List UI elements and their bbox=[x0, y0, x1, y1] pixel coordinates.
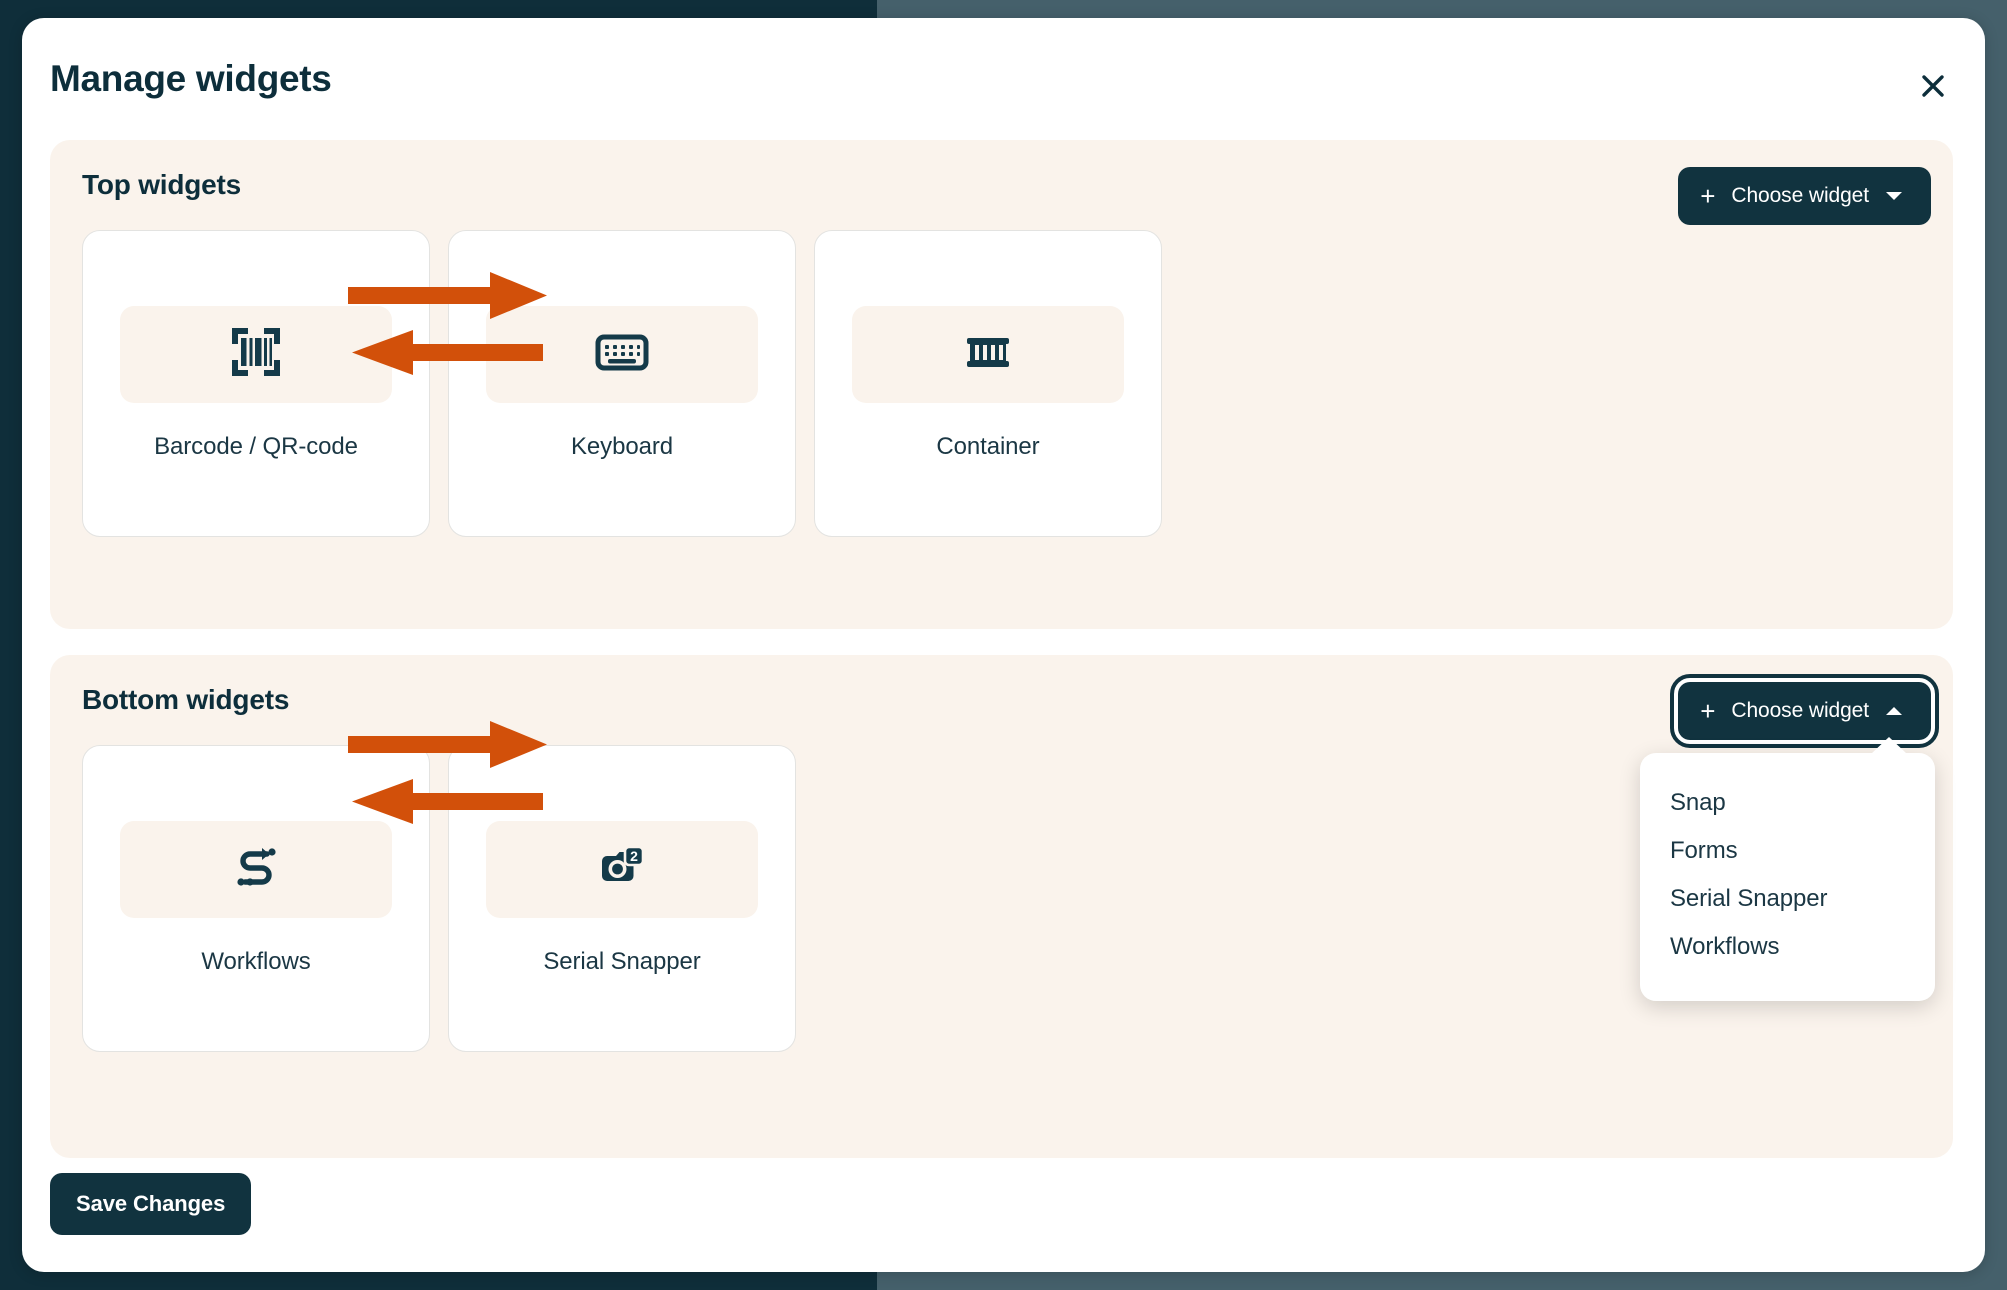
widget-icon-tile bbox=[852, 306, 1124, 403]
choose-widget-dropdown-menu: Snap Forms Serial Snapper Workflows bbox=[1640, 737, 1935, 1001]
choose-widget-label-bottom: Choose widget bbox=[1731, 699, 1869, 722]
modal-header: Manage widgets bbox=[22, 18, 1985, 136]
widget-card-barcode-qr-code[interactable]: Barcode / QR-code bbox=[82, 230, 430, 537]
widget-card-serial-snapper[interactable]: 2 Serial Snapper bbox=[448, 745, 796, 1052]
bottom-widgets-panel: Bottom widgets + Choose widget Snap Form… bbox=[50, 655, 1953, 1158]
chevron-up-icon bbox=[1885, 699, 1903, 723]
widget-label: Container bbox=[936, 433, 1040, 460]
plus-icon: + bbox=[1700, 181, 1716, 211]
close-icon[interactable] bbox=[1911, 64, 1955, 108]
manage-widgets-modal: Manage widgets Top widgets + Choose widg… bbox=[22, 18, 1985, 1272]
dropdown-item-forms[interactable]: Forms bbox=[1670, 837, 1738, 864]
bottom-widgets-grid: Workflows 2 Serial Snapper bbox=[82, 745, 796, 1052]
widget-icon-tile bbox=[486, 306, 758, 403]
dropdown-item-workflows[interactable]: Workflows bbox=[1670, 933, 1780, 960]
widget-card-keyboard[interactable]: Keyboard bbox=[448, 230, 796, 537]
chevron-down-icon bbox=[1885, 184, 1903, 208]
svg-text:2: 2 bbox=[630, 848, 638, 864]
widget-icon-tile: 2 bbox=[486, 821, 758, 918]
plus-icon: + bbox=[1700, 696, 1716, 726]
choose-widget-button-bottom[interactable]: + Choose widget bbox=[1670, 674, 1939, 748]
top-widgets-grid: Barcode / QR-code bbox=[82, 230, 1162, 537]
camera-badge-2-icon: 2 bbox=[595, 840, 649, 899]
bottom-widgets-title: Bottom widgets bbox=[82, 684, 290, 715]
choose-widget-button-top[interactable]: + Choose widget bbox=[1678, 167, 1931, 225]
top-widgets-title: Top widgets bbox=[82, 169, 242, 200]
widget-label: Barcode / QR-code bbox=[154, 433, 358, 460]
choose-widget-label-top: Choose widget bbox=[1731, 184, 1869, 207]
widget-card-workflows[interactable]: Workflows bbox=[82, 745, 430, 1052]
keyboard-icon bbox=[595, 325, 649, 384]
dropdown-item-snap[interactable]: Snap bbox=[1670, 789, 1726, 816]
widget-icon-tile bbox=[120, 821, 392, 918]
widget-label: Serial Snapper bbox=[543, 948, 701, 975]
page-title: Manage widgets bbox=[50, 58, 332, 99]
dropdown-item-serial-snapper[interactable]: Serial Snapper bbox=[1670, 885, 1828, 912]
barcode-scan-icon bbox=[229, 325, 283, 384]
widget-label: Keyboard bbox=[571, 433, 673, 460]
widget-card-container[interactable]: Container bbox=[814, 230, 1162, 537]
widget-icon-tile bbox=[120, 306, 392, 403]
widget-label: Workflows bbox=[201, 948, 311, 975]
workflow-route-icon bbox=[229, 840, 283, 899]
save-changes-button[interactable]: Save Changes bbox=[50, 1173, 252, 1235]
container-crate-icon bbox=[961, 325, 1015, 384]
top-widgets-panel: Top widgets + Choose widget bbox=[50, 140, 1953, 629]
